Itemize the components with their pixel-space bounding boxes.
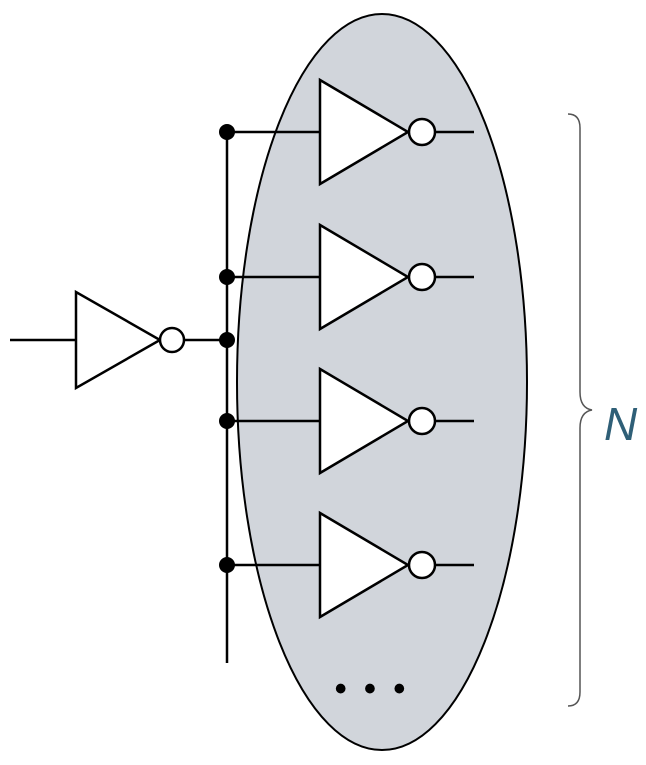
- junction-dot-1: [219, 124, 235, 140]
- load-inverter-2: [219, 222, 474, 332]
- load-bubble-1: [407, 117, 437, 147]
- junction-dot-2: [219, 269, 235, 285]
- group-count-label: N: [604, 398, 638, 450]
- driver-bubble: [158, 326, 186, 354]
- continuation-dots: • • •: [335, 670, 410, 708]
- load-inverter-1: [219, 77, 474, 187]
- load-bubble-4: [407, 550, 437, 580]
- group-brace: [567, 113, 593, 707]
- load-bubble-3: [407, 406, 437, 436]
- junction-dot-4: [219, 557, 235, 573]
- load-triangle-1: [318, 77, 411, 187]
- load-triangle-3: [318, 366, 411, 476]
- driver-triangle: [74, 289, 163, 391]
- junction-dot-driver: [219, 332, 235, 348]
- load-triangle-2: [318, 222, 411, 332]
- driver-inverter-icon: [74, 289, 186, 391]
- load-inverter-4: [219, 510, 474, 620]
- load-triangle-4: [318, 510, 411, 620]
- load-bubble-2: [407, 262, 437, 292]
- load-inverter-3: [219, 366, 474, 476]
- junction-dot-3: [219, 413, 235, 429]
